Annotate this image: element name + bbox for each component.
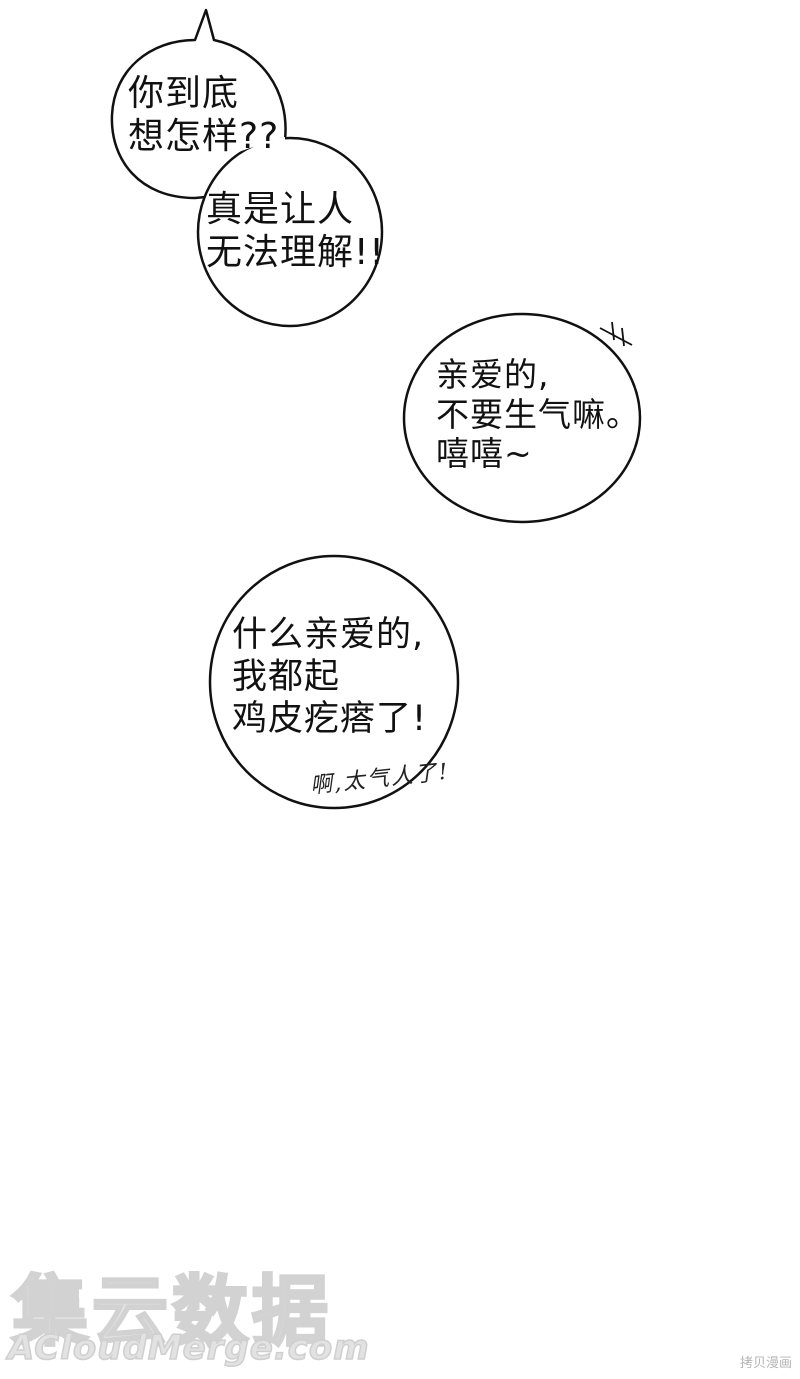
bubble-1-line-2: 想怎样?? — [128, 116, 280, 158]
watermark-main: 集云数据 — [11, 1266, 332, 1358]
bubble-1b-line-1: 真是让人 — [206, 189, 355, 230]
bubble-2-line-3: 嘻嘻~ — [436, 434, 533, 474]
bubble-1-line-1: 你到底 — [128, 73, 240, 114]
watermark-sub: ACloudMerge.com — [7, 1327, 370, 1369]
bubble-2-line-1: 亲爱的, — [436, 355, 550, 394]
bubble-1-text: 你到底 想怎样?? — [128, 72, 279, 158]
bubble-3-line-3: 鸡皮疙瘩了! — [232, 699, 428, 739]
corner-mark: 拷贝漫画 — [739, 1356, 792, 1371]
speech-bubble-1b — [196, 136, 384, 328]
bubble-2-line-2: 不要生气嘛。 — [436, 394, 640, 434]
bubble-3-text: 什么亲爱的, 我都起 鸡皮疙瘩了! — [232, 614, 427, 740]
shake-marks — [599, 321, 633, 347]
bubble-1b-text: 真是让人 无法理解!! — [206, 188, 385, 274]
bubble-2-text: 亲爱的, 不要生气嘛。 嘻嘻~ — [436, 355, 640, 474]
bubble-3-line-1: 什么亲爱的, — [232, 615, 425, 655]
bubble-1b-line-2: 无法理解!! — [206, 232, 385, 274]
speech-bubble-2 — [402, 312, 642, 524]
speech-bubble-3 — [208, 554, 460, 810]
bubble-3-line-2: 我都起 — [232, 657, 341, 697]
